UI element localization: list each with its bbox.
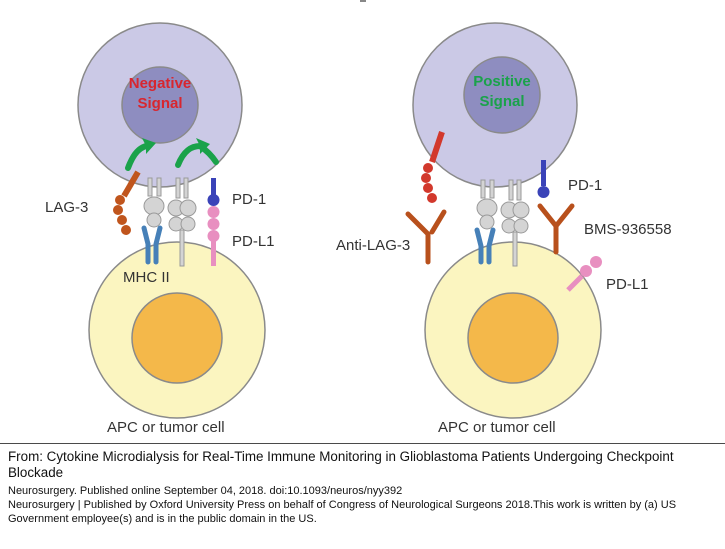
mhc-ii-left: [141, 225, 163, 265]
label-mhc-left: MHC II: [123, 269, 170, 286]
anti-lag3-antibody: [405, 209, 447, 265]
signal-text-line2-left: Signal: [137, 95, 182, 112]
right-panel: Positive Signal: [336, 22, 672, 436]
caption-journal-line: Neurosurgery. Published online September…: [8, 485, 403, 497]
signal-arrow-1-left: [125, 143, 149, 171]
caption-title: From: Cytokine Microdialysis for Real-Ti…: [8, 449, 674, 480]
mhc-ii-right: [474, 227, 496, 265]
apc-nucleus-left: [131, 292, 223, 384]
top-mark: [360, 0, 366, 2]
lag3-receptor-right: [421, 131, 445, 203]
label-pd1-right: PD-1: [568, 177, 602, 194]
tcr-complex-right: [476, 179, 530, 267]
signal-arrow-head-1-left: [142, 138, 156, 154]
tcr-complex-left: [143, 177, 197, 267]
caption-divider: [0, 443, 725, 444]
left-panel: Negative Signal: [45, 22, 275, 436]
apc-nucleus-right: [467, 292, 559, 384]
pdl1-ligand-right: [566, 256, 602, 292]
label-apc-left: APC or tumor cell: [107, 419, 225, 436]
pdl1-ligand-left: [207, 206, 220, 266]
lag3-receptor-left: [113, 170, 141, 235]
figure: Negative Signal: [45, 0, 672, 436]
pd1-receptor-right: [537, 160, 550, 198]
signal-text-line2-right: Signal: [479, 93, 524, 110]
signal-arrow-3-left: [197, 143, 219, 165]
caption: From: Cytokine Microdialysis for Real-Ti…: [8, 449, 720, 526]
signal-text-line1-right: Positive: [473, 73, 531, 90]
bms-antibody: [537, 203, 575, 255]
label-bms: BMS-936558: [584, 221, 672, 238]
t-cell-nucleus-left: [121, 66, 199, 144]
signal-text-line1-left: Negative: [129, 75, 192, 92]
label-pd1-left: PD-1: [232, 191, 266, 208]
label-pdl1-left: PD-L1: [232, 233, 275, 250]
checkpoint-diagram: Negative Signal: [45, 0, 672, 436]
caption-copyright-line: Neurosurgery | Published by Oxford Unive…: [8, 499, 677, 525]
label-pdl1-right: PD-L1: [606, 276, 649, 293]
label-lag3-left: LAG-3: [45, 199, 88, 216]
pd1-receptor-left: [207, 178, 220, 206]
label-apc-right: APC or tumor cell: [438, 419, 556, 436]
t-cell-nucleus-right: [463, 56, 541, 134]
label-anti-lag3: Anti-LAG-3: [336, 237, 410, 254]
